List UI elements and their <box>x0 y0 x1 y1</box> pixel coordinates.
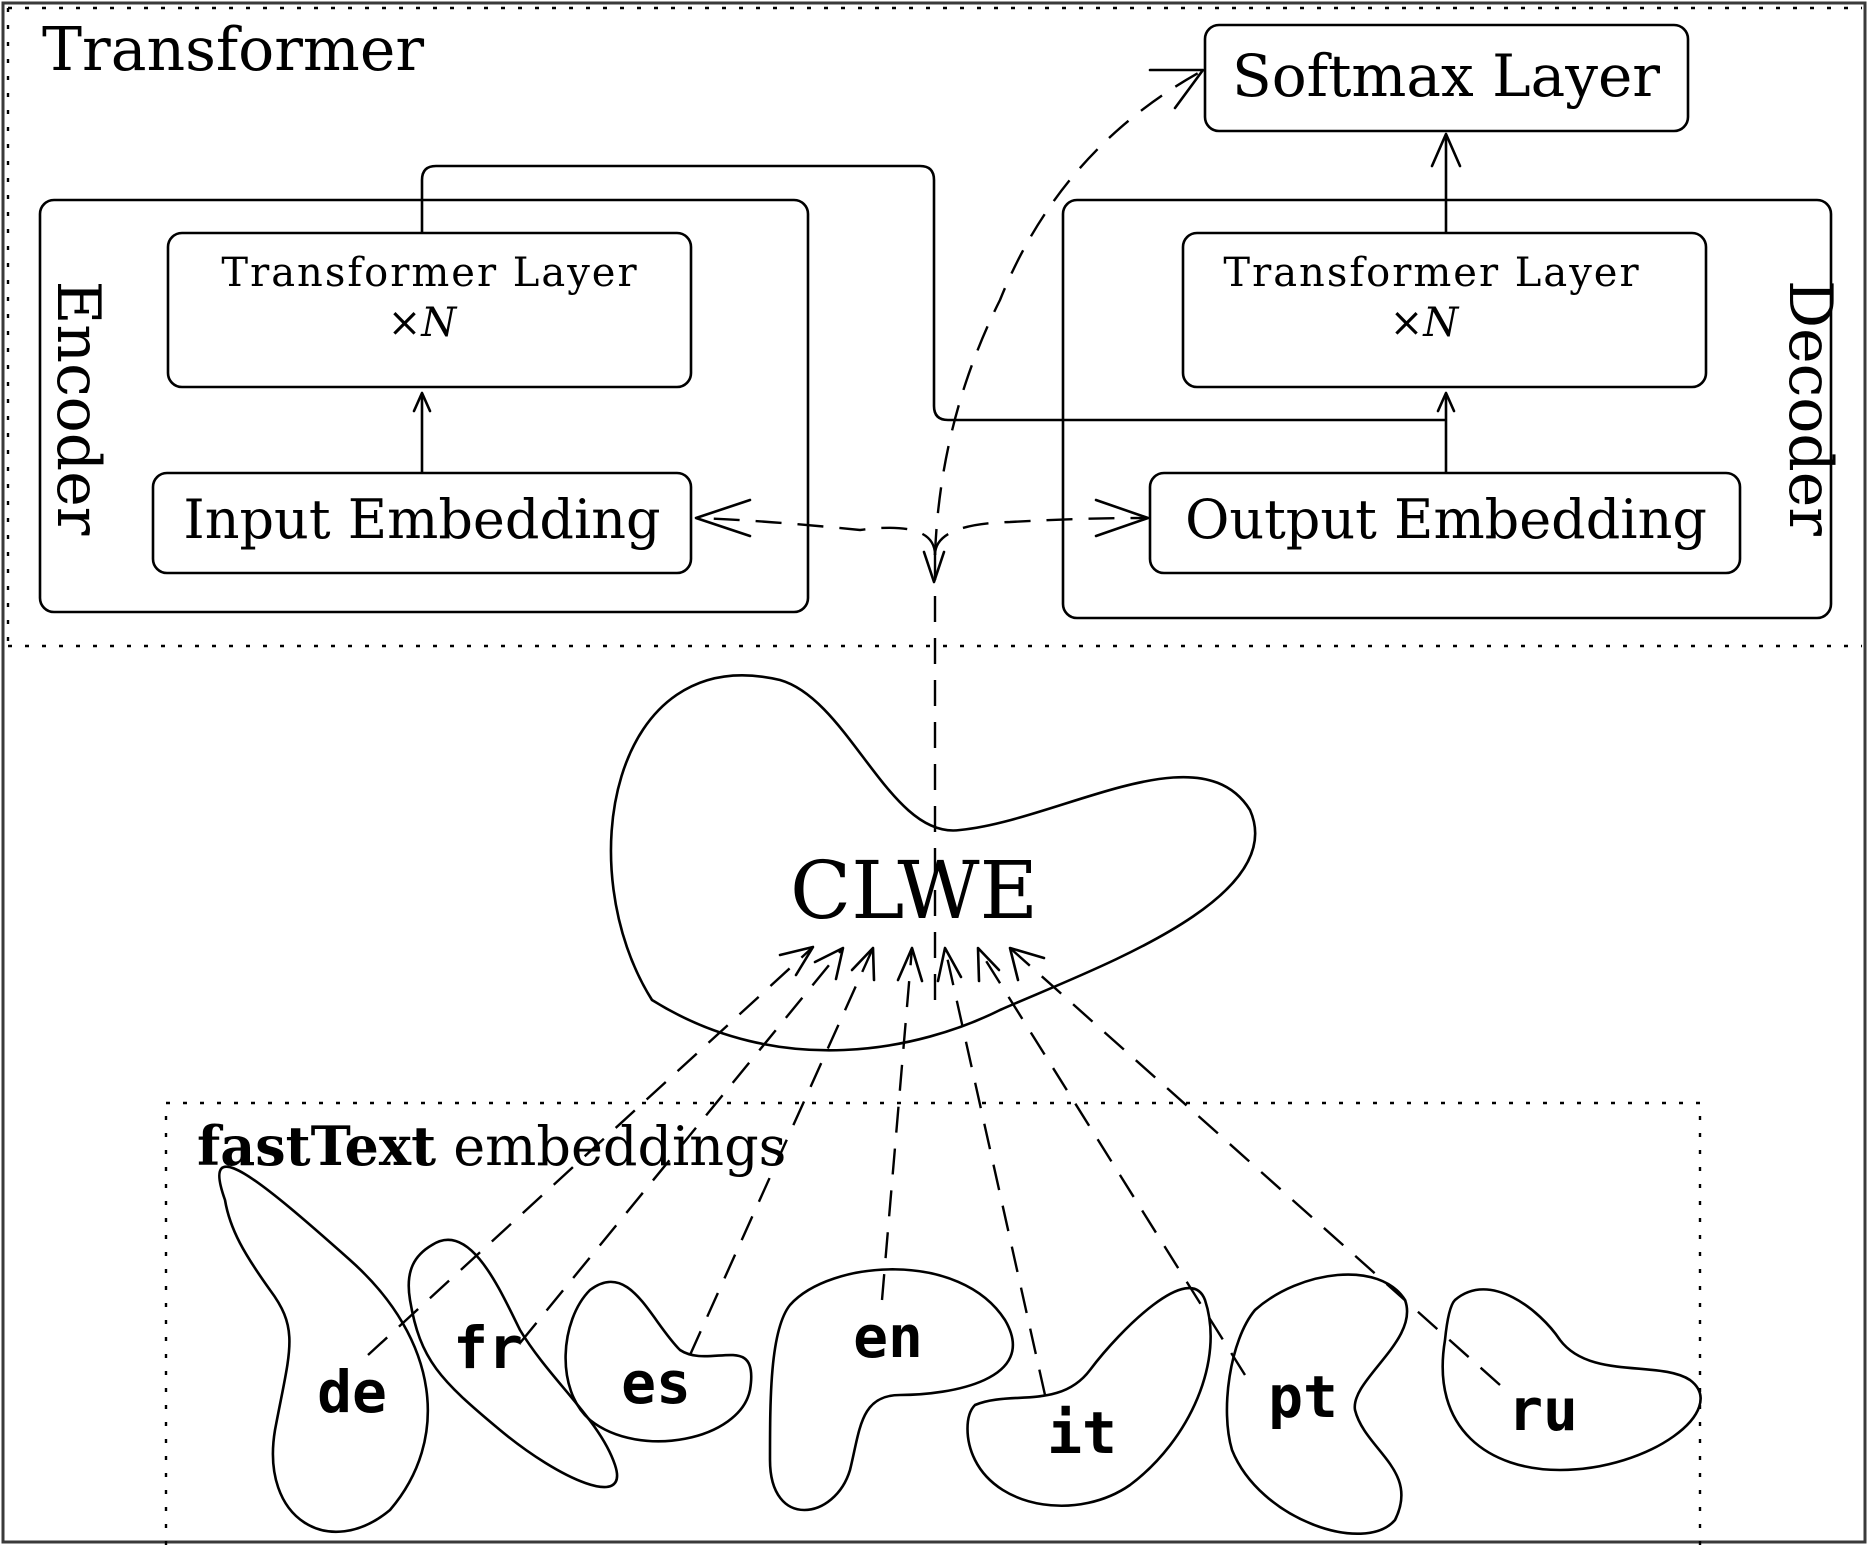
arrowhead <box>694 498 752 538</box>
blob-de <box>218 1165 429 1534</box>
fasttext-region <box>164 1101 1702 1545</box>
lang-label-es: es <box>621 1349 691 1417</box>
solid-connections <box>412 132 1462 473</box>
arrow-ru-to-clwe <box>1009 947 1501 1386</box>
lang-label-it: it <box>1047 1399 1117 1467</box>
arrowhead <box>976 946 1001 983</box>
dashed-to-output-embedding <box>933 516 1145 556</box>
encoder-transformer-layer-box <box>166 231 693 389</box>
arrowhead <box>813 946 845 981</box>
output-embedding-label: Output Embedding <box>1185 488 1707 551</box>
fasttext-title: fastText embeddings <box>197 1114 786 1178</box>
arrowhead <box>1094 498 1150 538</box>
encoder-block <box>38 198 810 614</box>
lang-label-de: de <box>317 1358 387 1426</box>
arrowhead <box>778 945 815 977</box>
arrowhead <box>936 946 963 983</box>
softmax-layer-label: Softmax Layer <box>1232 42 1660 110</box>
dashed-to-softmax <box>933 70 1201 556</box>
lang-label-en: en <box>853 1303 923 1371</box>
blob-en <box>768 1268 1015 1512</box>
fasttext-title-rest: embeddings <box>436 1115 786 1178</box>
arrowhead <box>412 391 432 413</box>
encoder-layer-repeat: ×N <box>388 300 459 346</box>
transformer-title: Transformer <box>42 15 424 85</box>
arrowhead <box>850 946 876 982</box>
fasttext-title-bold: fastText <box>197 1114 436 1178</box>
arrowhead <box>1436 391 1456 413</box>
encoder-title: Encoder <box>43 281 113 536</box>
arrowhead <box>922 550 946 584</box>
lang-label-fr: fr <box>453 1314 523 1382</box>
arrowhead <box>1008 946 1046 982</box>
transformer-region <box>6 6 1862 648</box>
decoder-transformer-layer-box <box>1181 231 1708 389</box>
blob-it <box>966 1286 1212 1508</box>
arrow-fr-to-clwe <box>519 947 844 1344</box>
blob-pt <box>1225 1273 1409 1535</box>
decoder-layer-repeat: ×N <box>1390 300 1461 346</box>
arrow-es-to-clwe <box>688 947 875 1356</box>
decoder-transformer-layer-label: Transformer Layer <box>1223 250 1640 296</box>
arrowhead <box>896 946 924 983</box>
arrow-pt-to-clwe <box>976 947 1247 1376</box>
softmax-layer-box <box>1203 23 1690 133</box>
clwe-blob <box>609 674 1257 1052</box>
dashed-connections <box>694 68 1205 1000</box>
lang-label-pt: pt <box>1268 1363 1338 1431</box>
decoder-title: Decoder <box>1775 280 1845 536</box>
lang-label-ru: ru <box>1508 1376 1578 1444</box>
input-embedding-label: Input Embedding <box>183 488 660 551</box>
arrow-de-to-clwe <box>367 946 814 1356</box>
encoder-transformer-layer-label: Transformer Layer <box>221 250 638 296</box>
blob-ru <box>1441 1288 1702 1472</box>
arrowhead <box>1430 132 1462 168</box>
blob-fr <box>407 1238 619 1489</box>
arrow-it-to-clwe <box>943 947 1047 1396</box>
clwe-label: CLWE <box>790 844 1038 937</box>
arrow-en-to-clwe <box>880 947 914 1301</box>
blob-es <box>564 1280 753 1443</box>
encoder-to-decoder-connection <box>420 164 1446 422</box>
fasttext-to-clwe-arrows <box>367 945 1501 1396</box>
dashed-to-input-embedding <box>695 516 937 556</box>
arrowhead <box>1148 68 1205 110</box>
